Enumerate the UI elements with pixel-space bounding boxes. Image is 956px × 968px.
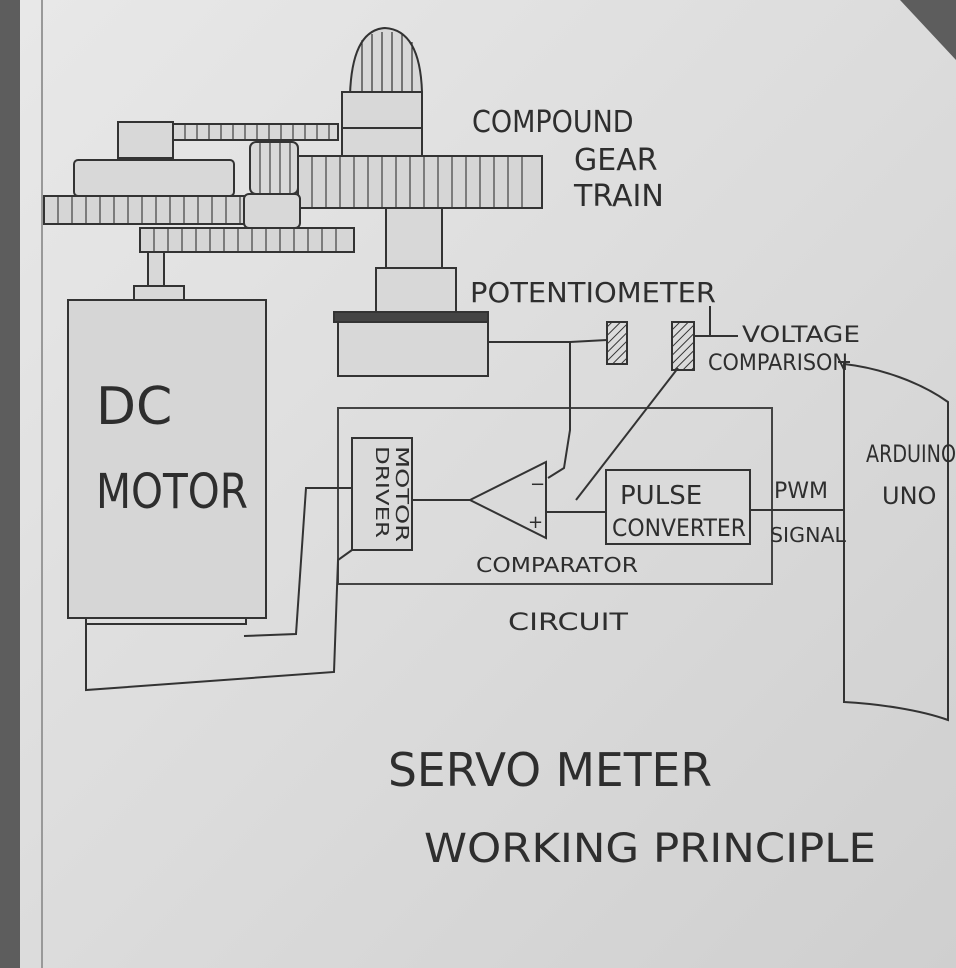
label-motor-driver-1: MOTOR xyxy=(391,446,412,542)
label-dc: DC xyxy=(96,377,172,437)
pulse-converter-box xyxy=(605,469,751,545)
label-voltage-comparison: VOLTAGE COMPARISON xyxy=(708,306,860,376)
arduino-uno-board xyxy=(843,362,949,722)
compound-gear-train xyxy=(43,26,543,313)
label-pwm-signal: PWM SIGNAL xyxy=(770,479,847,547)
label-circuit: CIRCUIT xyxy=(508,608,628,636)
label-pwm: PWM xyxy=(774,479,828,504)
label-converter: CONVERTER xyxy=(612,514,746,542)
label-motor: MOTOR xyxy=(96,464,248,520)
label-voltage: VOLTAGE xyxy=(742,323,860,348)
potentiometer-body xyxy=(333,311,489,377)
label-potentiometer: POTENTIOMETER xyxy=(470,276,716,309)
wiring xyxy=(85,335,850,692)
title-line-1: SERVO METER xyxy=(388,743,712,797)
label-motor-driver-2: DRIVER xyxy=(371,446,392,538)
label-train: TRAIN xyxy=(573,179,664,214)
diagram-title: SERVO METER WORKING PRINCIPLE xyxy=(388,743,876,872)
label-pulse-converter: PULSE CONVERTER xyxy=(612,481,746,542)
label-compound-gear-train: COMPOUND GEAR TRAIN xyxy=(472,105,664,214)
comparator-minus-sign: − xyxy=(530,474,545,495)
label-comparison: COMPARISON xyxy=(708,351,848,376)
label-compound: COMPOUND xyxy=(472,105,634,140)
label-uno: UNO xyxy=(882,482,936,510)
comparator-symbol xyxy=(467,460,547,540)
label-gear: GEAR xyxy=(574,143,658,178)
motor-driver-box xyxy=(351,437,413,551)
dc-motor xyxy=(67,299,267,625)
label-arduino: ARDUINO xyxy=(866,440,956,468)
circuit-boundary xyxy=(337,407,773,585)
label-signal: SIGNAL xyxy=(770,523,847,547)
title-line-2: WORKING PRINCIPLE xyxy=(424,826,876,872)
label-comparator: COMPARATOR xyxy=(476,553,638,577)
comparator-plus-sign: + xyxy=(528,512,543,533)
voltage-comparison-elements xyxy=(606,321,695,371)
label-motor-driver: MOTOR DRIVER xyxy=(371,446,412,542)
label-dc-motor: DC MOTOR xyxy=(96,377,248,520)
label-pulse: PULSE xyxy=(620,481,702,511)
label-arduino-uno: ARDUINO UNO xyxy=(866,440,956,510)
